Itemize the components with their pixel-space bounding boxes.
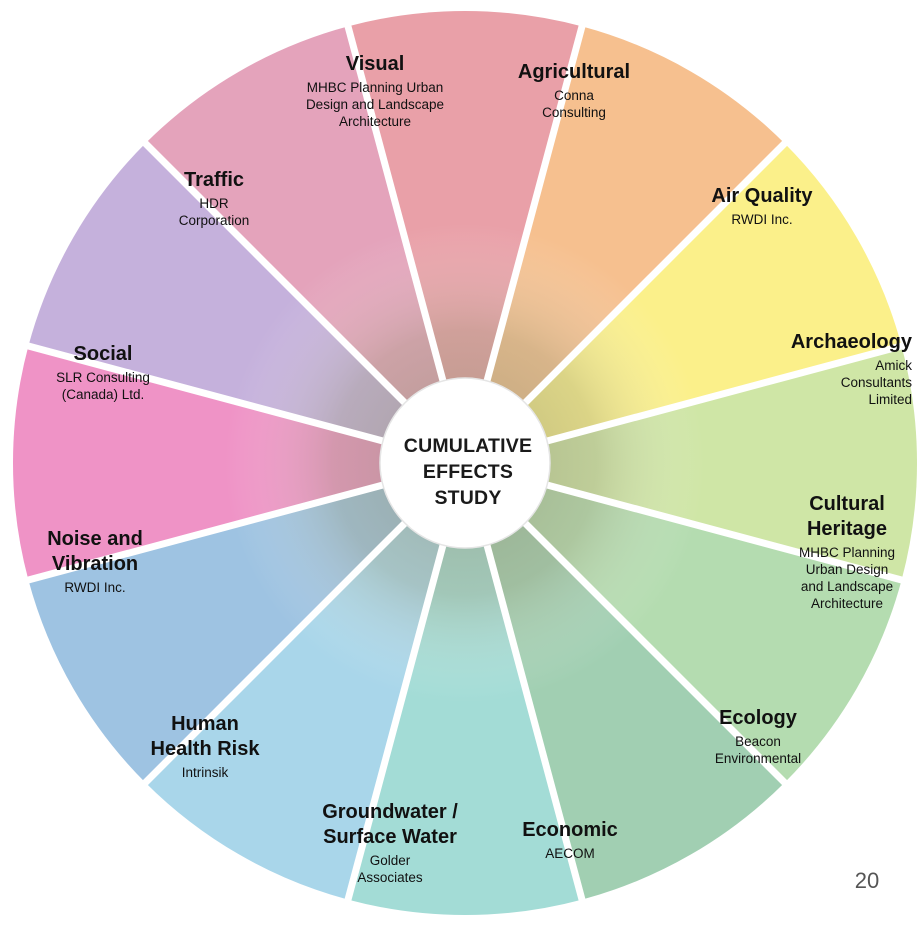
segment-title: Ecology — [719, 707, 797, 729]
segment-title: Groundwater / Surface Water — [322, 801, 458, 848]
segment-divider — [483, 23, 586, 382]
segment-title: Economic — [522, 819, 618, 841]
segment-human-health-risk: Human Health Risk Intrinsik — [120, 712, 290, 781]
segment-divider — [483, 544, 586, 903]
segment-consultant: MHBC Planning Urban Design and Landscape… — [305, 80, 445, 129]
segment-consultant: AECOM — [545, 846, 595, 861]
center-circle — [379, 377, 551, 549]
segment-divider — [546, 481, 905, 584]
segment-divider — [25, 481, 384, 584]
segment-title: Social — [73, 343, 133, 365]
segment-title: Noise and Vibration — [47, 528, 143, 575]
segment-consultant: Conna Consulting — [542, 88, 606, 120]
segment-cultural-heritage: Cultural Heritage MHBC Planning Urban De… — [772, 492, 922, 612]
segment-divider — [522, 139, 789, 406]
page-number: 20 — [854, 868, 880, 893]
segment-noise-vibration: Noise and Vibration RWDI Inc. — [20, 527, 170, 596]
segment-ecology: Ecology Beacon Environmental — [678, 706, 838, 767]
segment-divider — [546, 342, 905, 445]
segment-archaeology: Archaeology Amick Consultants Limited — [742, 330, 912, 408]
segment-title: Traffic — [183, 169, 245, 191]
segment-title: Agricultural — [517, 61, 631, 83]
segment-consultant: Amick Consultants Limited — [840, 358, 912, 407]
segment-title: Visual — [345, 53, 405, 75]
segment-consultant: Beacon Environmental — [714, 734, 802, 766]
segment-consultant: MHBC Planning Urban Design and Landscape… — [798, 545, 896, 611]
segment-visual: Visual MHBC Planning Urban Design and La… — [275, 52, 475, 130]
segment-agricultural: Agricultural Conna Consulting — [494, 60, 654, 121]
segment-consultant: HDR Corporation — [178, 196, 250, 228]
segment-consultant: RWDI Inc. — [731, 212, 793, 227]
segment-economic: Economic AECOM — [500, 818, 640, 862]
segment-title: Archaeology — [790, 331, 912, 353]
segment-consultant: SLR Consulting (Canada) Ltd. — [56, 370, 150, 402]
segment-divider — [344, 544, 447, 903]
segment-air-quality: Air Quality RWDI Inc. — [682, 184, 842, 228]
center-title: CUMULATIVE EFFECTS STUDY — [403, 435, 533, 509]
segment-divider — [522, 520, 789, 787]
segment-divider — [141, 139, 408, 406]
segment-consultant: Intrinsik — [181, 765, 229, 780]
segment-consultant: RWDI Inc. — [64, 580, 126, 595]
segment-divider — [141, 520, 408, 787]
segment-divider — [25, 342, 384, 445]
segment-title: Cultural Heritage — [806, 493, 888, 540]
segment-social: Social SLR Consulting (Canada) Ltd. — [28, 342, 178, 403]
segment-consultant: Golder Associates — [357, 853, 423, 885]
segment-title: Human Health Risk — [150, 713, 260, 760]
segment-groundwater: Groundwater / Surface Water Golder Assoc… — [300, 800, 480, 886]
segment-traffic: Traffic HDR Corporation — [144, 168, 284, 229]
segment-title: Air Quality — [711, 185, 813, 207]
segment-divider — [344, 23, 447, 382]
